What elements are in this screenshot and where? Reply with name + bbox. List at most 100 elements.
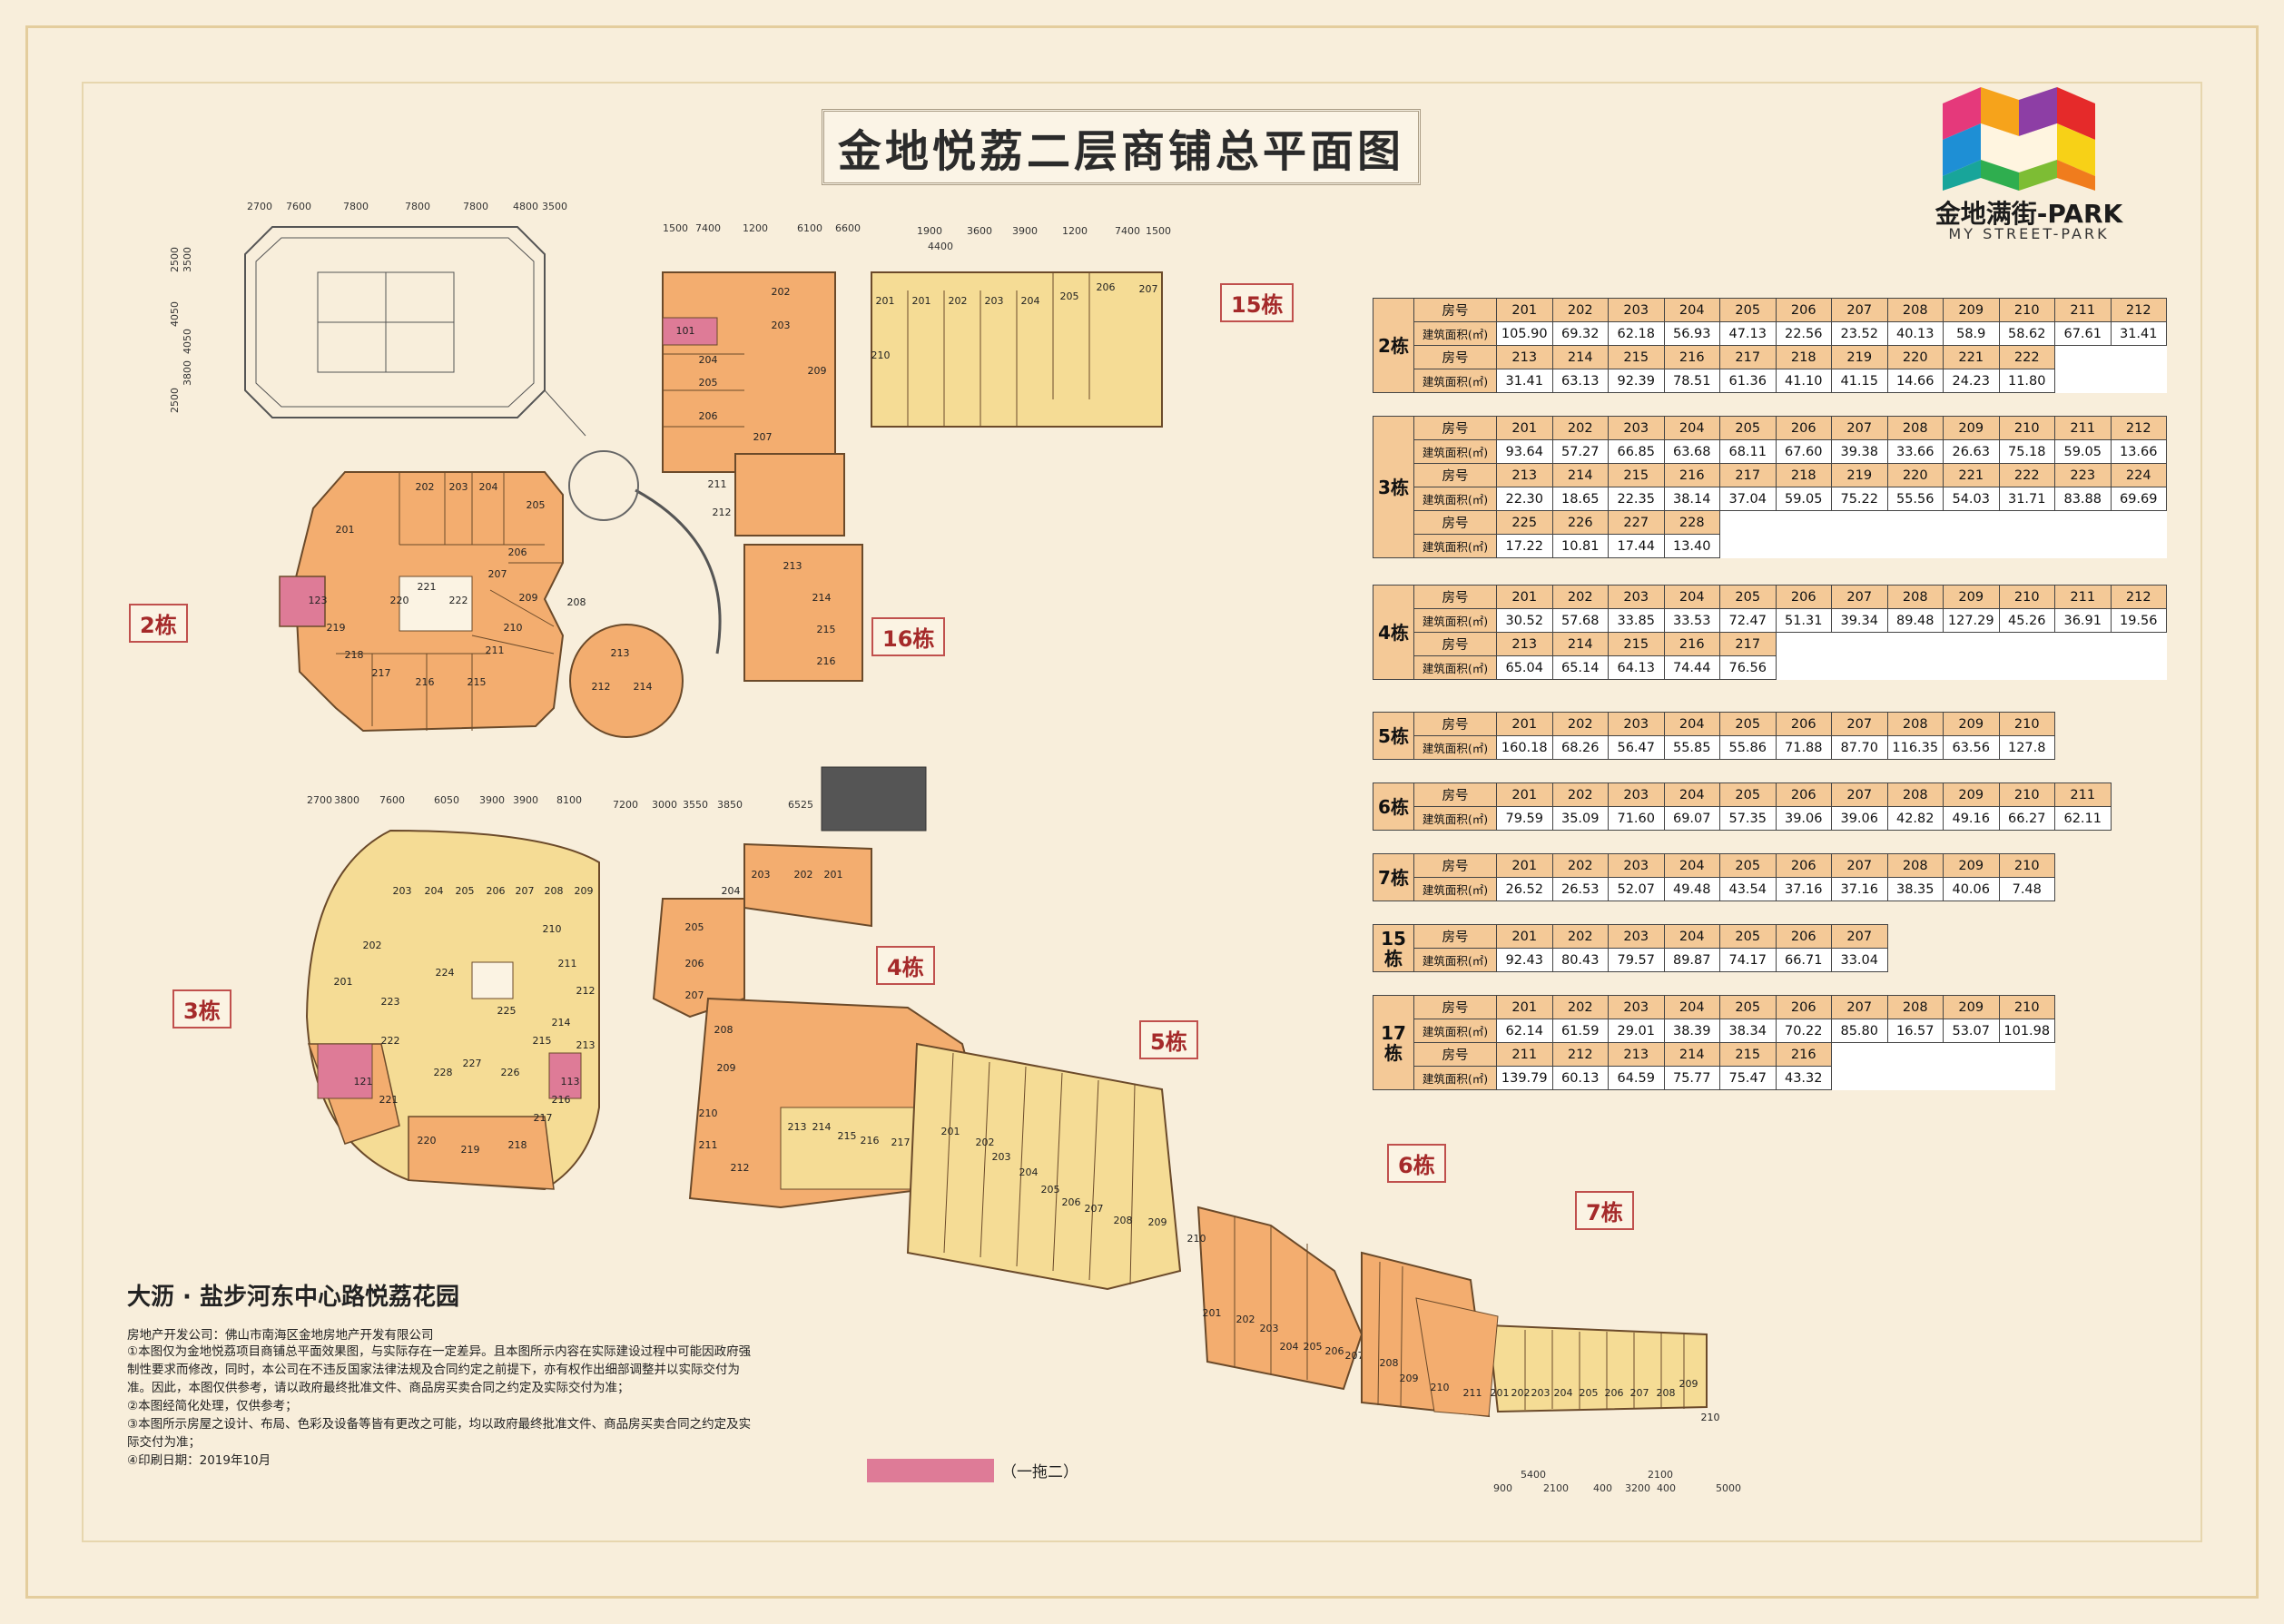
unit-b3-215: 215 (533, 1035, 552, 1047)
unit-b4-207: 207 (685, 989, 704, 1001)
unit-b7-201: 201 (1491, 1387, 1510, 1399)
building-tag-2: 2栋 (129, 604, 188, 643)
room-no-cell: 211 (2054, 298, 2112, 322)
room-no-cell: 217 (1719, 632, 1777, 656)
area-cell: 65.04 (1496, 655, 1553, 680)
unit-b2-219: 219 (327, 622, 346, 634)
dim-b7-bottom-6: 400 (1657, 1482, 1676, 1494)
table-building-name: 5栋 (1373, 712, 1414, 760)
unit-b16r-214: 214 (634, 681, 653, 693)
room-no-cell: 201 (1496, 924, 1553, 949)
room-no-cell: 212 (2110, 585, 2167, 609)
room-no-label: 房号 (1413, 463, 1497, 487)
room-no-cell: 206 (1775, 924, 1832, 949)
unit-b16r-213: 213 (611, 647, 630, 659)
room-no-cell: 205 (1719, 416, 1777, 440)
area-cell: 30.52 (1496, 608, 1553, 633)
unit-labels-b6b: 208 209 210 211 (1380, 1357, 1482, 1399)
room-no-cell: 206 (1775, 416, 1832, 440)
dim-b7-bottom-5: 2100 (1648, 1469, 1673, 1481)
unit-b4-216: 216 (861, 1135, 880, 1147)
table-building-name: 15栋 (1373, 924, 1414, 972)
area-cell: 45.26 (1998, 608, 2055, 633)
dimension-b2-top: 2700 7600 7800 7800 7800 4800 3500 (247, 201, 567, 212)
room-no-cell: 212 (1551, 1042, 1609, 1067)
room-no-cell: 204 (1663, 853, 1720, 878)
room-no-cell: 214 (1551, 345, 1609, 369)
page-title: 金地悦荔二层商铺总平面图 (837, 126, 1404, 177)
unit-b4-204: 204 (722, 885, 741, 897)
note-1: ①本图仅为金地悦荔项目商铺总平面效果图，与实际存在一定差异。且本图所示内容在实际… (127, 1344, 752, 1395)
room-no-cell: 212 (2110, 416, 2167, 440)
area-label: 建筑面积(㎡) (1413, 655, 1497, 680)
unit-b6-206: 206 (1325, 1345, 1344, 1357)
unit-b3-213: 213 (576, 1039, 596, 1051)
area-cell: 31.71 (1998, 487, 2055, 511)
room-no-label: 房号 (1413, 924, 1497, 949)
dim-b2-left-2: 4050 (169, 301, 181, 327)
unit-b6-207: 207 (1345, 1350, 1363, 1362)
dim-b3-top-10: 3850 (717, 799, 743, 811)
area-cell: 70.22 (1775, 1019, 1832, 1043)
room-no-cell: 202 (1551, 416, 1609, 440)
building-2-upper-frame (244, 226, 586, 437)
unit-labels-b7: 201 202 203 204 205 206 207 208 209 210 (1491, 1378, 1720, 1423)
unit-b16r-212: 212 (592, 681, 611, 693)
logo-cube-icon (1943, 87, 2095, 191)
unit-b5-205: 205 (1041, 1184, 1060, 1196)
area-cell: 59.05 (1775, 487, 1832, 511)
area-cell: 51.31 (1775, 608, 1832, 633)
area-cell: 105.90 (1496, 321, 1553, 346)
area-cell: 33.85 (1608, 608, 1665, 633)
unit-b3-226: 226 (501, 1067, 520, 1078)
table-building-name: 17栋 (1373, 995, 1414, 1090)
unit-b5-210: 210 (1187, 1233, 1206, 1245)
room-no-cell: 206 (1775, 853, 1832, 878)
room-no-cell: 208 (1886, 995, 1944, 1019)
dim-b15-top-7: 3600 (967, 225, 992, 237)
room-no-cell: 207 (1831, 924, 1888, 949)
area-cell: 56.47 (1608, 735, 1665, 760)
area-cell: 62.18 (1608, 321, 1665, 346)
area-cell: 24.23 (1943, 369, 2000, 393)
unit-b2-222: 222 (449, 595, 468, 606)
dim-b7-bottom-2: 2100 (1543, 1482, 1569, 1494)
area-label: 建筑面积(㎡) (1413, 806, 1497, 831)
unit-b6-205: 205 (1304, 1341, 1323, 1353)
room-no-cell: 211 (1496, 1042, 1553, 1067)
area-cell: 13.40 (1663, 534, 1720, 558)
room-no-cell: 226 (1551, 510, 1609, 535)
area-cell: 101.98 (1998, 1019, 2055, 1043)
room-no-cell: 202 (1551, 995, 1609, 1019)
room-no-cell: 210 (1998, 853, 2055, 878)
unit-b2-209: 209 (519, 592, 538, 604)
room-no-cell: 218 (1775, 345, 1832, 369)
unit-labels-b2: 201 202 203 204 205 206 207 208 209 210 … (309, 481, 586, 688)
area-cell: 62.11 (2054, 806, 2112, 831)
area-cell: 43.32 (1775, 1066, 1832, 1090)
dimension-b3-top: 2700 3800 7600 6050 3900 3900 8100 7200 … (307, 794, 813, 811)
area-cell: 72.47 (1719, 608, 1777, 633)
unit-b15-204: 204 (1021, 295, 1040, 307)
unit-b3-228: 228 (434, 1067, 453, 1078)
area-cell: 31.41 (1496, 369, 1553, 393)
room-no-cell: 207 (1831, 585, 1888, 609)
area-cell: 58.62 (1998, 321, 2055, 346)
dim-b15-top-6: 1900 (917, 225, 942, 237)
area-label: 建筑面积(㎡) (1413, 948, 1497, 972)
area-cell: 11.80 (1998, 369, 2055, 393)
room-no-cell: 210 (1998, 995, 2055, 1019)
room-no-cell: 217 (1719, 345, 1777, 369)
dim-b3-top-3: 6050 (434, 794, 459, 806)
room-no-cell: 208 (1886, 853, 1944, 878)
area-label: 建筑面积(㎡) (1413, 534, 1497, 558)
room-no-cell: 208 (1886, 712, 1944, 736)
area-label: 建筑面积(㎡) (1413, 1019, 1497, 1043)
area-cell: 127.8 (1998, 735, 2055, 760)
